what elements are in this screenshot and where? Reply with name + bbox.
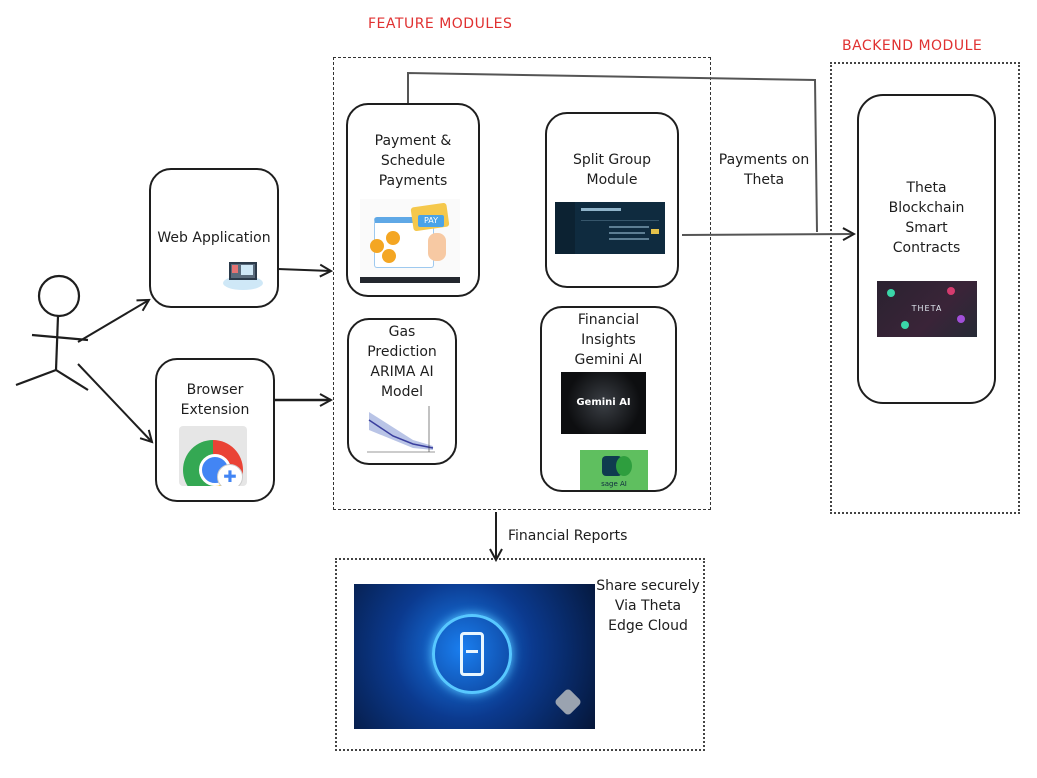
- gas-prediction-label: Gas Prediction ARIMA AI Model: [367, 324, 437, 400]
- arrow-user-to-webapp: [77, 300, 149, 343]
- payment-schedule-label: Payment & Schedule Payments: [374, 133, 452, 189]
- cn-logo-icon: [553, 687, 583, 717]
- gemini-ai-image: Gemini AI: [561, 372, 646, 434]
- backend-module-title: BACKEND MODULE: [842, 38, 983, 54]
- pay-label: PAY: [418, 215, 444, 227]
- actor-left-leg: [15, 368, 57, 387]
- actor-arms: [31, 333, 89, 342]
- feature-modules-container: [333, 57, 711, 510]
- sage-ai-label: sage AI: [601, 480, 627, 488]
- theta-network-image: THETA: [877, 281, 977, 337]
- arrow-webapp-to-features: [277, 269, 331, 271]
- edge-cloud-container: [335, 558, 705, 751]
- theta-logo-text: THETA: [911, 304, 943, 313]
- financial-reports-label: Financial Reports: [508, 528, 628, 544]
- theta-blockchain-label: Theta Blockchain Smart Contracts: [888, 180, 965, 256]
- actor-body: [54, 315, 60, 371]
- financial-insights-box[interactable]: Financial Insights Gemini AI Gemini AI s…: [540, 306, 677, 492]
- backend-module-container: [830, 62, 1020, 514]
- web-application-label: Web Application: [157, 230, 271, 246]
- payments-on-theta-label: Payments on Theta: [718, 152, 810, 188]
- feature-modules-title: FEATURE MODULES: [368, 16, 513, 32]
- chrome-extension-icon: ✚: [179, 426, 247, 486]
- sage-ai-logo: sage AI: [580, 450, 648, 490]
- laptop-icon: [223, 256, 263, 290]
- arima-forecast-chart: [363, 400, 439, 456]
- line-payments-to-backend: [407, 71, 818, 233]
- payment-schedule-box[interactable]: Payment & Schedule Payments PAY: [346, 103, 480, 297]
- financial-insights-label: Financial Insights Gemini AI: [574, 312, 643, 368]
- actor-head: [37, 274, 81, 318]
- browser-extension-box[interactable]: Browser Extension ✚: [155, 358, 275, 502]
- split-group-screenshot: [555, 202, 665, 254]
- split-group-label: Split Group Module: [572, 152, 652, 188]
- arrow-split-to-backend: [681, 234, 854, 235]
- theta-edge-cloud-image: [354, 584, 595, 729]
- payment-illustration: PAY: [360, 199, 460, 283]
- puzzle-icon: ✚: [217, 464, 243, 486]
- gas-prediction-box[interactable]: Gas Prediction ARIMA AI Model: [347, 318, 457, 465]
- edge-cloud-label: Share securely Via Theta Edge Cloud: [596, 578, 700, 634]
- browser-extension-label: Browser Extension: [180, 382, 250, 418]
- theta-blockchain-box[interactable]: Theta Blockchain Smart Contracts THETA: [857, 94, 996, 404]
- arrow-user-to-extension: [77, 363, 152, 442]
- actor-stick-figure: [15, 274, 89, 391]
- actor-right-leg: [55, 369, 89, 391]
- web-application-box[interactable]: Web Application: [149, 168, 279, 308]
- split-group-box[interactable]: Split Group Module: [545, 112, 679, 288]
